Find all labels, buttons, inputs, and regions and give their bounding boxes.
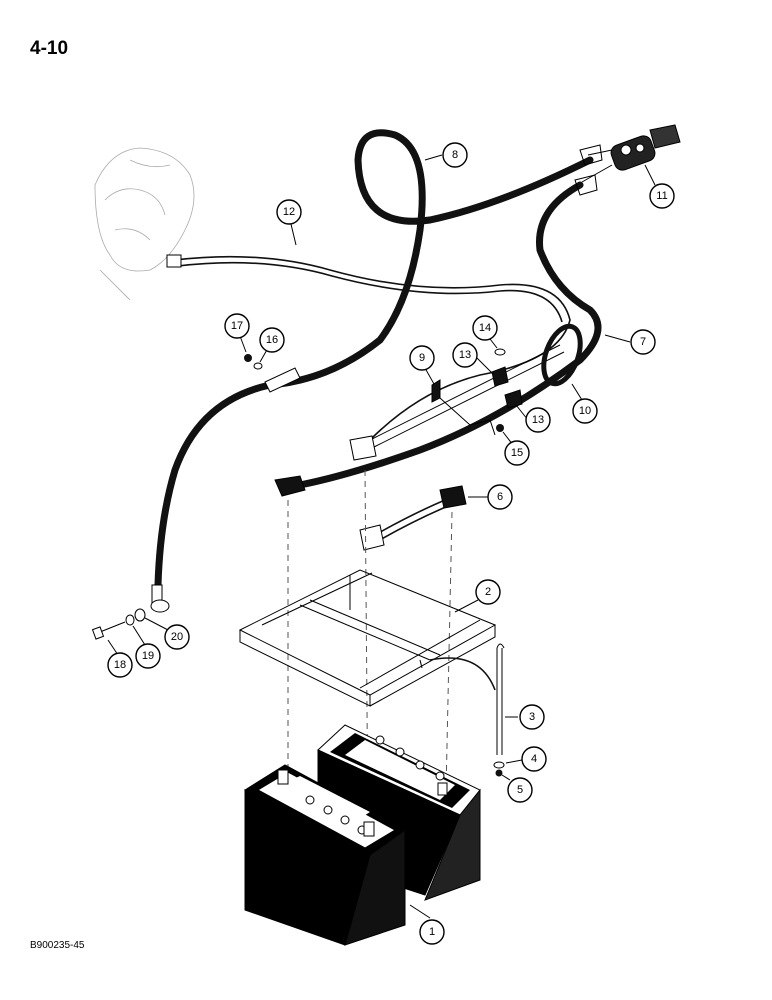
leader-11 bbox=[644, 164, 656, 186]
callout-19-label: 19 bbox=[142, 650, 154, 662]
callout-14: 14 bbox=[472, 315, 498, 341]
bracket-lower bbox=[439, 397, 496, 436]
clamp-13-lower bbox=[504, 389, 523, 409]
cable-6 bbox=[374, 499, 446, 536]
callout-2-label: 2 bbox=[485, 586, 491, 598]
callout-20-label: 20 bbox=[171, 631, 183, 643]
callout-8-label: 8 bbox=[452, 149, 458, 161]
leader-7 bbox=[604, 334, 631, 343]
callout-17-label: 17 bbox=[231, 320, 243, 332]
callout-20: 20 bbox=[164, 624, 190, 650]
hold-down-hook bbox=[496, 643, 505, 649]
leader-5 bbox=[501, 774, 511, 781]
callout-11: 11 bbox=[649, 183, 675, 209]
bolt-18 bbox=[99, 621, 126, 633]
nut-15 bbox=[496, 424, 504, 432]
cable-12-terminal bbox=[166, 254, 182, 268]
leader-13a bbox=[475, 356, 494, 375]
callout-10: 10 bbox=[572, 398, 598, 424]
rod-b bbox=[373, 351, 565, 448]
callout-17: 17 bbox=[224, 313, 250, 339]
battery-tray bbox=[238, 569, 497, 707]
callout-4-label: 4 bbox=[531, 753, 537, 765]
washer-20 bbox=[134, 608, 146, 622]
bolt-18-head bbox=[91, 626, 105, 640]
leader-9 bbox=[424, 367, 435, 385]
cable-7 bbox=[296, 181, 602, 489]
callout-2: 2 bbox=[475, 579, 501, 605]
callout-16: 16 bbox=[259, 327, 285, 353]
leader-19 bbox=[132, 625, 146, 646]
cable-7-clamp bbox=[274, 475, 306, 497]
callout-5: 5 bbox=[507, 777, 533, 803]
leader-8 bbox=[424, 154, 443, 161]
callout-13a: 13 bbox=[452, 342, 478, 368]
engine-sketch bbox=[94, 147, 195, 301]
battery-front bbox=[243, 764, 406, 946]
washer-16 bbox=[253, 362, 263, 370]
battery-switch bbox=[574, 124, 681, 196]
callout-14-label: 14 bbox=[479, 322, 491, 334]
cable-6-clamp-a bbox=[359, 524, 385, 551]
callout-18: 18 bbox=[107, 652, 133, 678]
washer-14 bbox=[494, 348, 506, 356]
cable-12 bbox=[174, 255, 571, 441]
callout-12-label: 12 bbox=[283, 206, 295, 218]
lug-eye bbox=[150, 599, 170, 613]
cable-6-clamp-b bbox=[439, 485, 467, 509]
callout-16-label: 16 bbox=[266, 334, 278, 346]
callout-9-label: 9 bbox=[419, 352, 425, 364]
nut-5 bbox=[495, 769, 503, 777]
callout-1: 1 bbox=[419, 919, 445, 945]
leader-20 bbox=[144, 617, 169, 631]
callout-7: 7 bbox=[630, 329, 656, 355]
cable-6-b bbox=[377, 505, 449, 542]
callout-12: 12 bbox=[276, 199, 302, 225]
rod bbox=[369, 344, 561, 441]
rod-clamp bbox=[349, 435, 377, 461]
washer-4 bbox=[493, 761, 505, 769]
grommet-10 bbox=[541, 323, 583, 387]
callout-9: 9 bbox=[409, 345, 435, 371]
lockwasher-19 bbox=[125, 614, 135, 626]
callout-13a-label: 13 bbox=[459, 349, 471, 361]
switch-bracket bbox=[579, 144, 603, 166]
cable-8-junction bbox=[264, 367, 301, 393]
leader-2 bbox=[454, 599, 479, 613]
callout-10-label: 10 bbox=[579, 405, 591, 417]
callout-5-label: 5 bbox=[517, 784, 523, 796]
callout-13b-label: 13 bbox=[532, 414, 544, 426]
callout-15-label: 15 bbox=[511, 447, 523, 459]
callout-4: 4 bbox=[521, 746, 547, 772]
leader-18 bbox=[107, 639, 119, 656]
leader-10 bbox=[571, 383, 583, 401]
callout-19: 19 bbox=[135, 643, 161, 669]
callout-13b: 13 bbox=[525, 407, 551, 433]
callout-3: 3 bbox=[519, 704, 545, 730]
callout-15: 15 bbox=[504, 440, 530, 466]
clamp-13-upper bbox=[491, 366, 509, 387]
callout-6: 6 bbox=[487, 484, 513, 510]
cable-8 bbox=[154, 129, 594, 589]
cable-12-b bbox=[177, 261, 563, 323]
callout-6-label: 6 bbox=[497, 491, 503, 503]
page-number: 4-10 bbox=[30, 38, 69, 59]
callout-1-label: 1 bbox=[429, 926, 435, 938]
callout-11-label: 11 bbox=[656, 190, 667, 202]
tray-wire bbox=[429, 657, 496, 691]
switch-bracket-2 bbox=[574, 174, 598, 196]
alignment-line-c bbox=[445, 511, 453, 793]
leader-1 bbox=[409, 904, 431, 919]
callout-18-label: 18 bbox=[114, 659, 126, 671]
document-code: B900235-45 bbox=[30, 940, 85, 951]
leader-17 bbox=[239, 335, 247, 353]
leader-4 bbox=[505, 759, 523, 764]
callout-7-label: 7 bbox=[640, 336, 646, 348]
callout-8: 8 bbox=[442, 142, 468, 168]
callout-3-label: 3 bbox=[529, 711, 535, 723]
nut-17 bbox=[244, 354, 252, 362]
